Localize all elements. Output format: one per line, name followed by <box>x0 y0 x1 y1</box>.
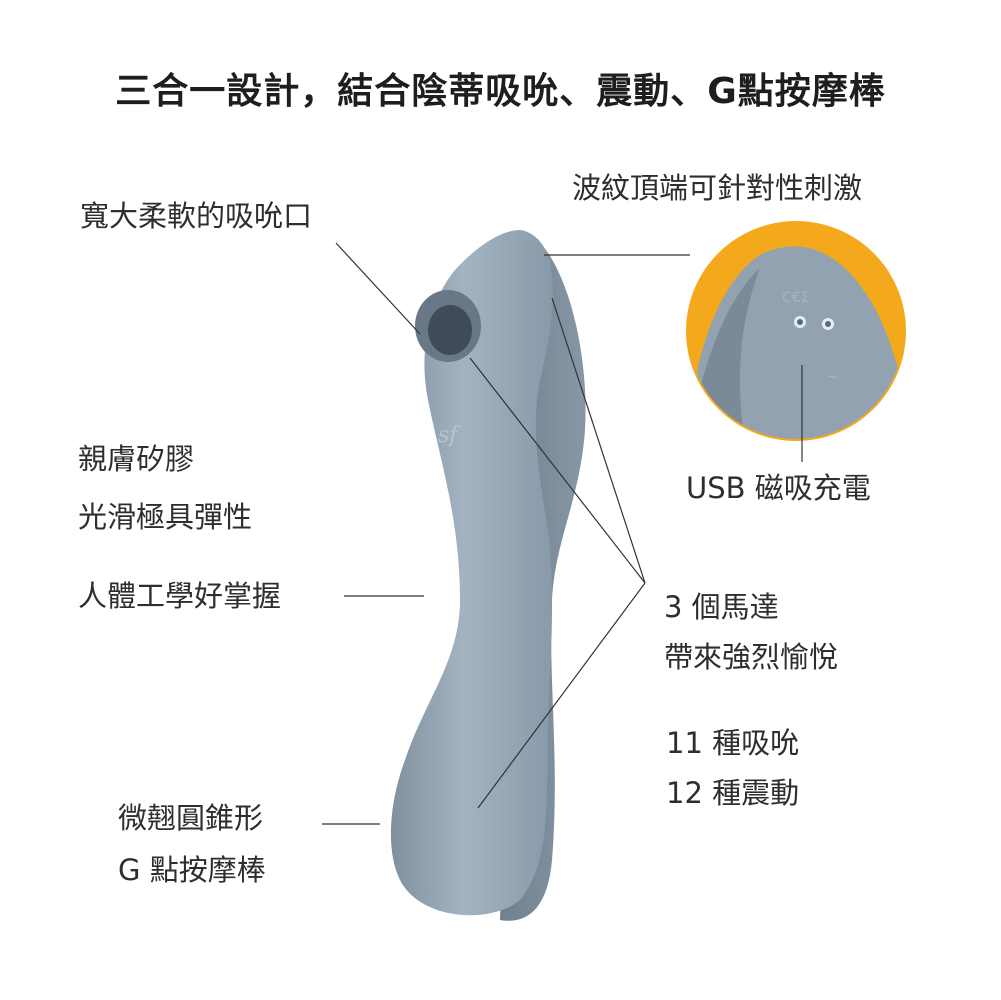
label-silicone: 親膚矽膠 光滑極具彈性 <box>78 442 253 534</box>
label-usb: USB 磁吸充電 <box>686 471 871 505</box>
svg-text:C€Σ: C€Σ <box>782 290 810 306</box>
label-suction-mouth: 寬大柔軟的吸吮口 <box>80 199 313 233</box>
leader-lines <box>322 242 803 825</box>
svg-text:~: ~ <box>826 367 839 386</box>
product-body <box>390 230 553 916</box>
label-ergonomic: 人體工學好掌握 <box>78 579 282 613</box>
page-title: 三合一設計，結合陰蒂吸吮、震動、G點按摩棒 <box>115 71 886 112</box>
label-wave-tip: 波紋頂端可針對性刺激 <box>572 171 863 205</box>
label-modes: 11 種吸吮 12 種震動 <box>666 726 800 810</box>
label-motors: 3 個馬達 帶來強烈愉悅 <box>664 590 839 674</box>
label-gspot: 微翹圓錐形 G 點按摩棒 <box>118 801 266 887</box>
brand-logo: sf <box>438 423 461 448</box>
